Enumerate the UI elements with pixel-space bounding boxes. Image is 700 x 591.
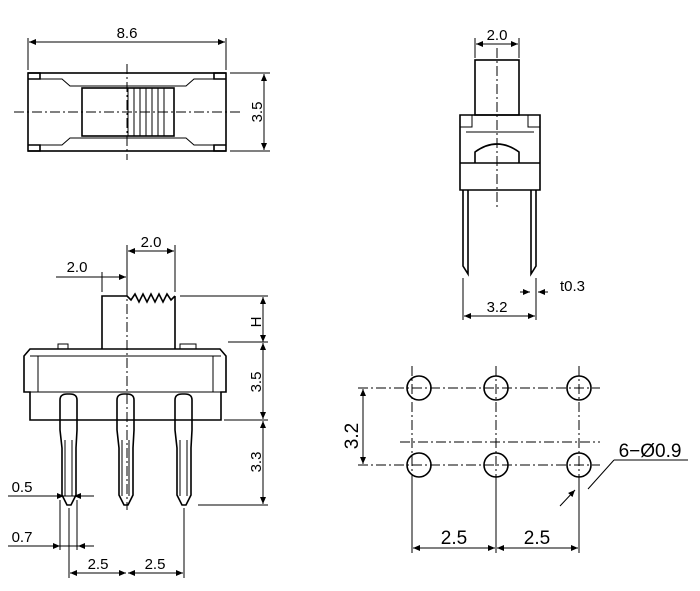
footprint-view: 3.2 6−Ø0.9 2.5 2.5 [342,366,688,553]
footprint-pitch-right-dim: 2.5 [524,528,550,549]
pcb-hole [406,452,432,478]
front-pin-width-dim: 0.7 [12,529,33,546]
pcb-hole [406,375,432,401]
top-inner-edge [40,78,214,87]
corner-tab [28,144,41,152]
front-knob-height-dim: H [248,317,265,328]
corner-tab [213,72,226,80]
bottom-inner-edge [40,137,214,146]
footprint-pitch-left-dim: 2.5 [441,528,467,549]
front-pitch-left-dim: 2.5 [88,556,109,573]
front-pin [59,393,78,506]
front-knob-width-dim: 2.0 [141,234,162,251]
top-view: 8.6 3.5 [14,25,270,160]
side-tab [527,114,541,128]
pcb-hole [566,452,592,478]
top-height-dim: 3.5 [249,102,266,123]
front-view: 2.0 2.0 H 3.5 [8,234,268,578]
front-knob [101,292,176,349]
side-thickness-dim: t0.3 [560,278,585,295]
side-pin-right [530,190,537,277]
front-body-height-dim: 3.5 [248,372,265,393]
side-pin-spacing-dim: 3.2 [487,299,508,316]
footprint-row-spacing-dim: 3.2 [342,423,363,449]
front-pin [116,393,135,506]
front-body [23,348,227,421]
side-view: 2.0 3.2 t0.3 [459,27,585,320]
front-pin-length-dim: 3.3 [248,452,265,473]
front-pitch-right-dim: 2.5 [145,556,166,573]
side-knob-width-dim: 2.0 [487,27,508,44]
pcb-hole [483,375,509,401]
pcb-hole [483,452,509,478]
footprint-hole-spec: 6−Ø0.9 [619,441,682,462]
front-pin-tip-dim: 0.5 [12,479,33,496]
front-pin [174,393,193,506]
corner-tab [213,144,226,152]
front-knob-offset-dim: 2.0 [67,259,88,276]
pcb-hole [566,375,592,401]
side-tab [459,114,473,128]
side-pin-left [462,190,469,277]
side-body [459,114,541,191]
corner-tab [28,72,41,80]
top-width-dim: 8.6 [117,25,138,42]
